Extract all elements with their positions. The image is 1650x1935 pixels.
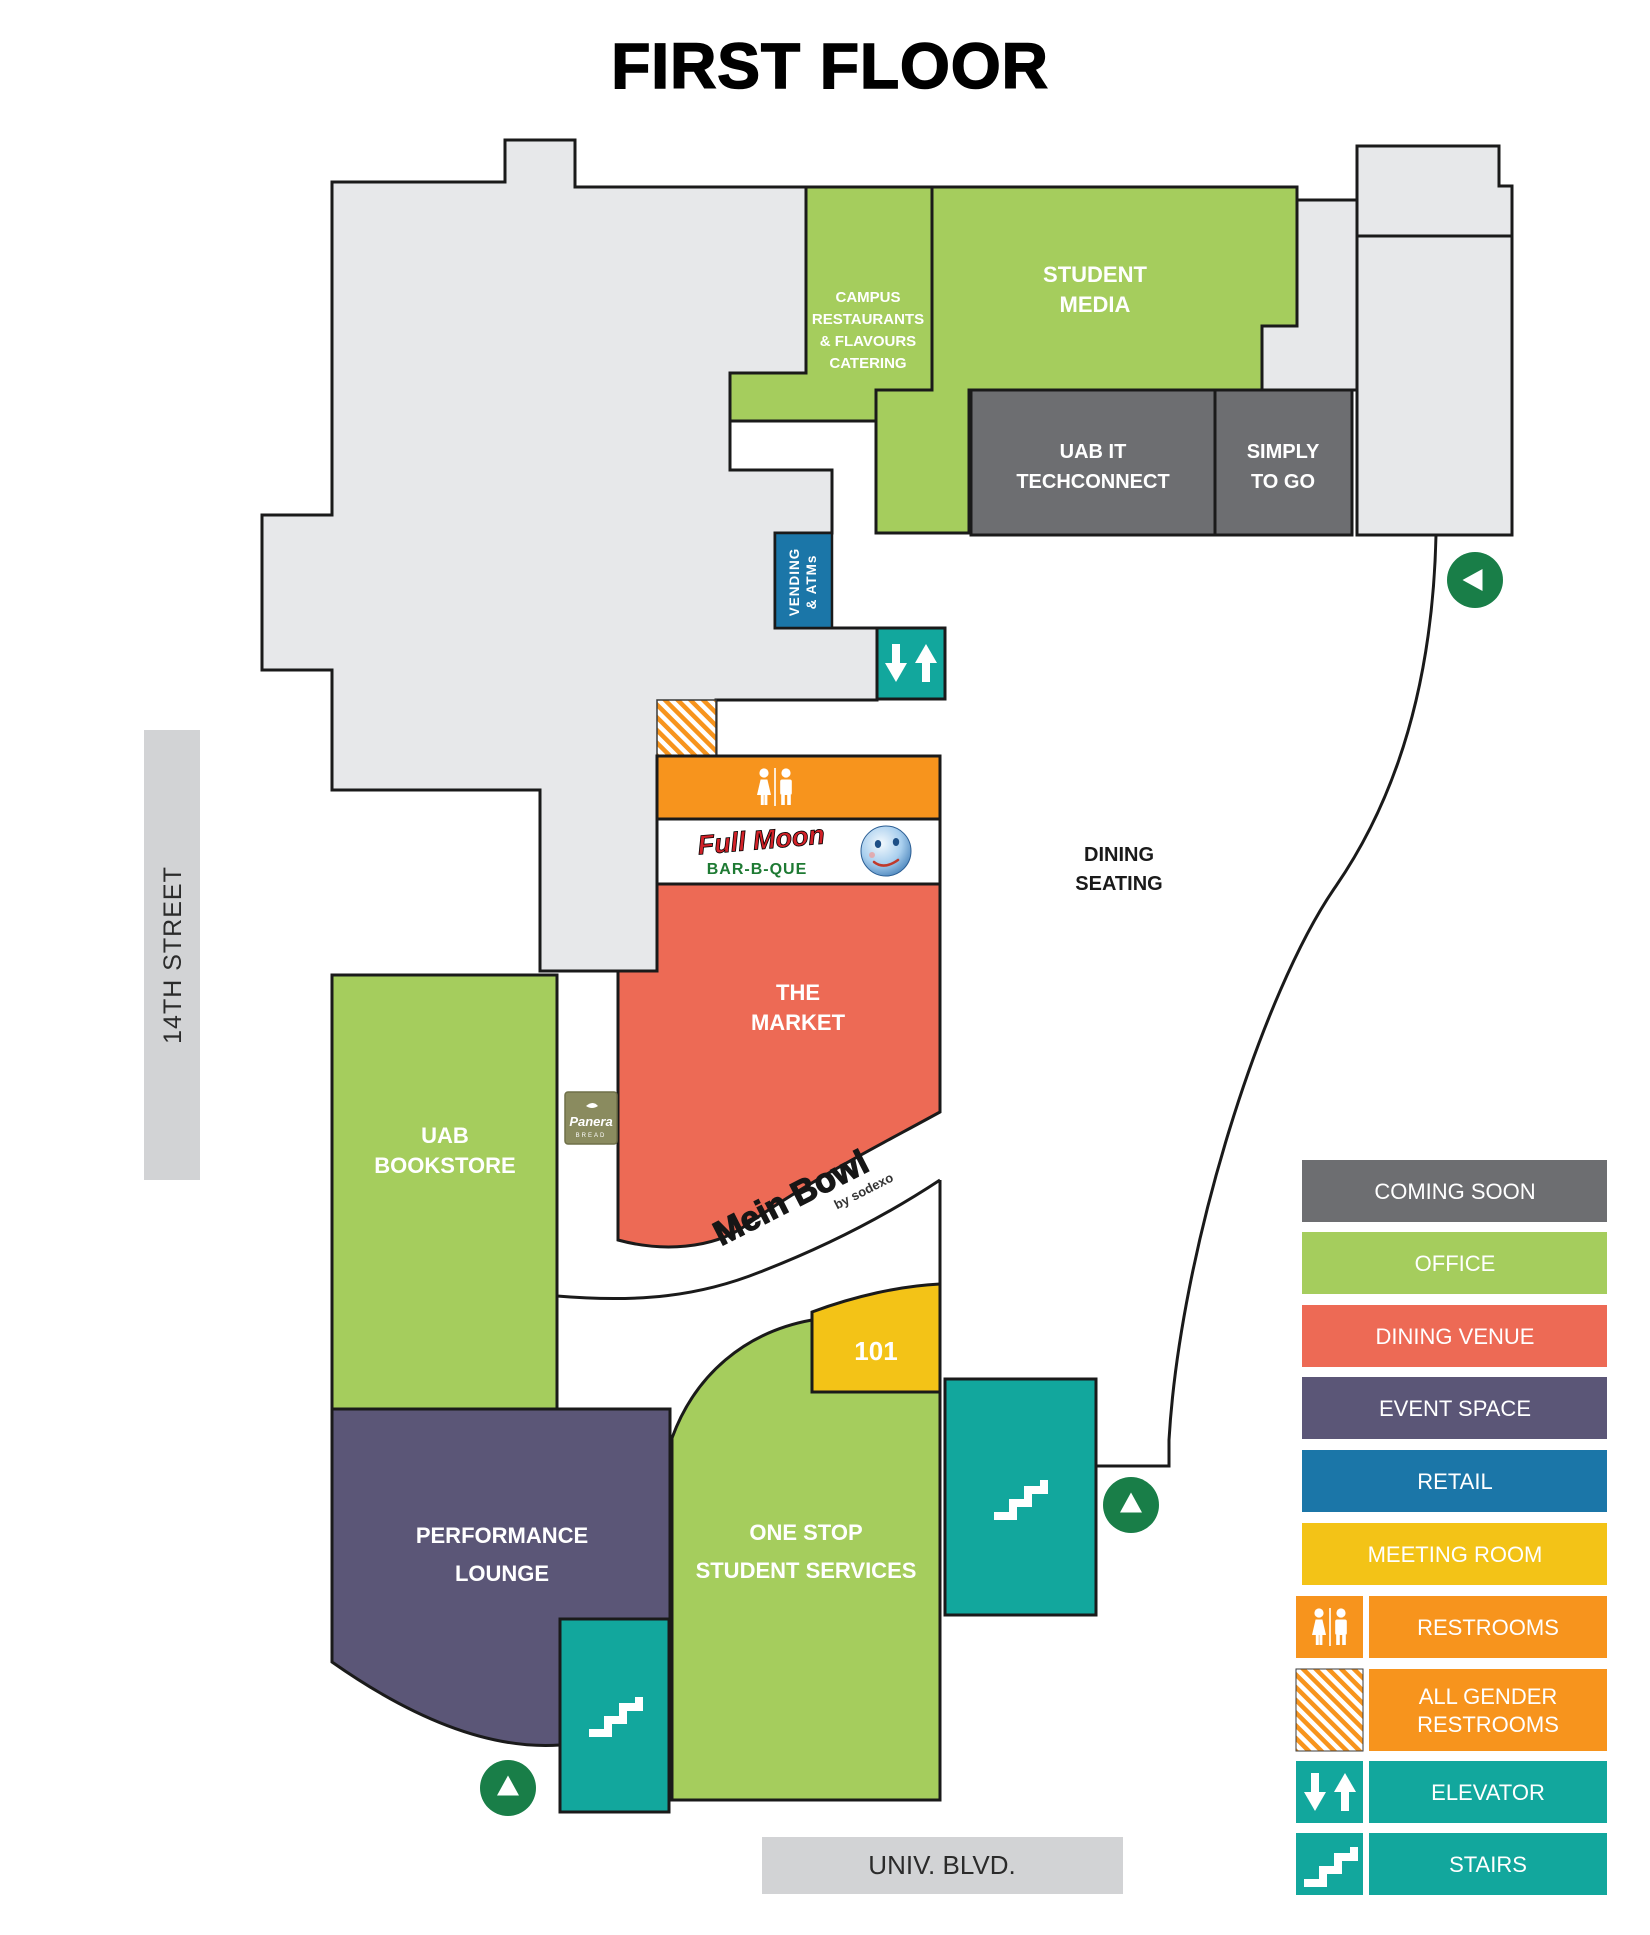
stairs-box-left [558, 1617, 671, 1814]
street-univ-blvd-label: UNIV. BLVD. [868, 1850, 1015, 1880]
restrooms-band [655, 754, 942, 821]
label-one-stop-1: ONE STOP [749, 1520, 862, 1545]
corridor-wave-line [556, 1178, 941, 1301]
legend-label-office: OFFICE [1415, 1251, 1496, 1276]
entrance-marker-top-right [1447, 552, 1503, 608]
room-uab-bookstore [330, 973, 559, 1411]
label-campus-3: & FLAVOURS [820, 333, 916, 350]
room-student-media [874, 185, 1299, 535]
legend-icon-all-gender-box [1295, 1668, 1364, 1752]
stairs-box-right [943, 1377, 1098, 1617]
panera-name: Panera [569, 1114, 612, 1129]
legend: COMING SOON OFFICE DINING VENUE EVENT SP… [1295, 1160, 1607, 1895]
room-101 [810, 1282, 942, 1394]
street-14th-strip [144, 730, 200, 1180]
label-performance-2: LOUNGE [455, 1561, 549, 1586]
label-simply-2: TO GO [1251, 471, 1315, 493]
label-campus-1: CAMPUS [835, 289, 900, 306]
label-bookstore-2: BOOKSTORE [374, 1153, 515, 1178]
label-uab-it-1: UAB IT [1060, 441, 1127, 463]
label-campus-2: RESTAURANTS [812, 311, 924, 328]
dining-boundary-curve [1097, 534, 1438, 1468]
label-uab-it-2: TECHCONNECT [1016, 471, 1169, 493]
label-vending-2: & ATMs [804, 555, 819, 610]
legend-swatch-elevator [1369, 1761, 1607, 1823]
legend-label-all-gender-2: RESTROOMS [1417, 1712, 1559, 1737]
room-simply-to-go [1213, 388, 1354, 537]
room-uab-it-techconnect [969, 388, 1217, 537]
label-one-stop-2: STUDENT SERVICES [696, 1558, 917, 1583]
label-dining-2: SEATING [1075, 873, 1162, 895]
legend-label-event-space: EVENT SPACE [1379, 1396, 1531, 1421]
legend-swatch-all-gender [1369, 1669, 1607, 1751]
building-tower [1355, 144, 1514, 537]
legend-label-coming-soon: COMING SOON [1374, 1179, 1535, 1204]
full-moon-logo: Full Moon BAR-B-QUE [696, 819, 912, 878]
label-dining-1: DINING [1084, 844, 1154, 866]
room-the-market [616, 882, 942, 1249]
label-vending-1: VENDING [787, 548, 802, 617]
room-vending-atms [773, 531, 834, 630]
label-performance-1: PERFORMANCE [416, 1523, 588, 1548]
street-14th-label: 14TH STREET [159, 866, 187, 1044]
legend-swatch-retail [1302, 1450, 1607, 1512]
legend-swatch-office [1302, 1232, 1607, 1294]
legend-label-meeting-room: MEETING ROOM [1368, 1542, 1543, 1567]
label-market-1: THE [776, 980, 820, 1005]
full-moon-sub: BAR-B-QUE [707, 861, 808, 878]
legend-label-stairs: STAIRS [1449, 1852, 1527, 1877]
legend-label-all-gender-1: ALL GENDER [1419, 1684, 1558, 1709]
legend-label-elevator: ELEVATOR [1431, 1780, 1545, 1805]
street-univ-blvd-strip [762, 1837, 1123, 1894]
legend-swatch-dining-venue [1302, 1305, 1607, 1367]
entrance-marker-right [1103, 1477, 1159, 1533]
panera-logo: Panera BREAD [564, 1091, 618, 1145]
legend-swatch-meeting-room [1302, 1523, 1607, 1585]
moon-face-icon [860, 825, 912, 877]
label-student-media-2: MEDIA [1060, 292, 1131, 317]
label-simply-1: SIMPLY [1247, 441, 1320, 463]
legend-swatch-restrooms [1369, 1596, 1607, 1658]
entrance-marker-bottom [480, 1760, 536, 1816]
label-campus-4: CATERING [829, 355, 906, 372]
legend-label-dining-venue: DINING VENUE [1376, 1324, 1535, 1349]
legend-swatch-coming-soon [1302, 1160, 1607, 1222]
legend-swatch-stairs [1369, 1833, 1607, 1895]
panera-mark-icon [586, 1103, 598, 1108]
label-bookstore-1: UAB [421, 1123, 469, 1148]
legend-swatch-event-space [1302, 1377, 1607, 1439]
legend-label-retail: RETAIL [1417, 1469, 1492, 1494]
legend-label-restrooms: RESTROOMS [1417, 1615, 1559, 1640]
page-title: FIRST FLOOR [611, 30, 1049, 102]
all-gender-restroom-box [656, 699, 717, 757]
label-market-2: MARKET [751, 1010, 846, 1035]
label-101: 101 [854, 1336, 897, 1366]
label-student-media-1: STUDENT [1043, 262, 1147, 287]
panera-sub: BREAD [576, 1133, 607, 1139]
